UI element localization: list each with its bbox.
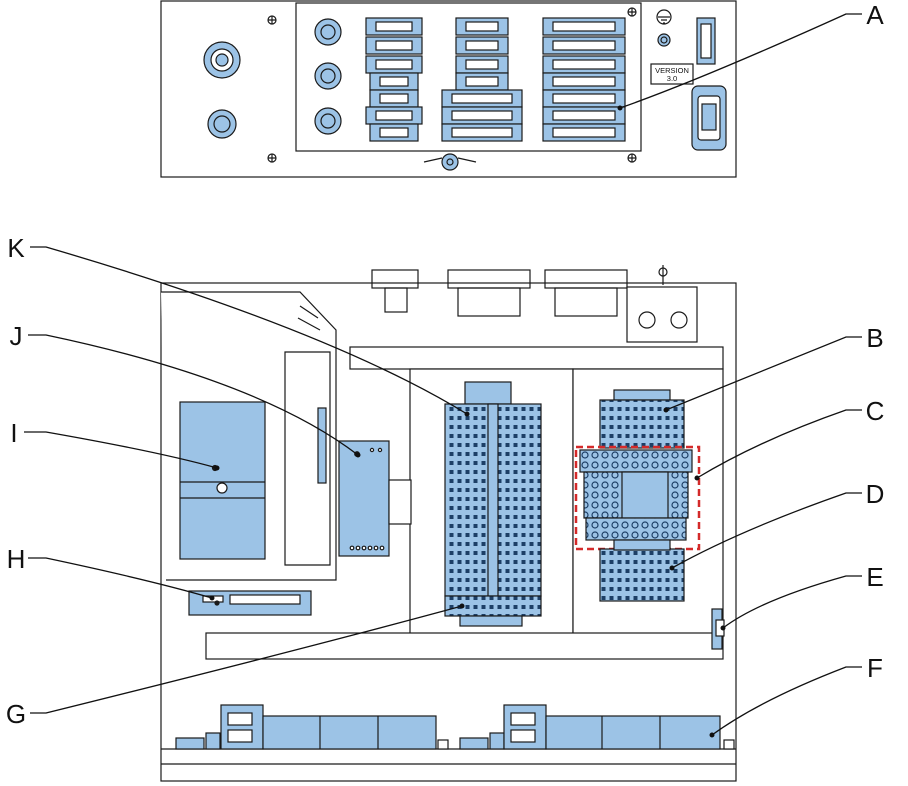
leader-end-dots (209, 105, 726, 738)
power-inlet-icon (691, 85, 727, 151)
leader-e (722, 575, 862, 629)
callout-c: C (866, 396, 885, 426)
mounting-bracket (626, 286, 698, 343)
version-label: VERSION (655, 66, 689, 75)
cable-gland-icons (203, 18, 342, 139)
leader-b (665, 336, 862, 411)
version-number: 3.0 (667, 74, 677, 83)
sub-d-connector-icons (365, 17, 626, 142)
voltage-selector-icon (696, 17, 716, 65)
bottom-connector-boards (175, 704, 721, 750)
leader-h (28, 557, 213, 599)
fuse-relay-block (579, 449, 693, 541)
callout-k: K (7, 233, 25, 263)
leader-f (711, 666, 862, 736)
leader-c (696, 409, 862, 479)
leader-g (30, 605, 463, 714)
interface-board (188, 590, 312, 616)
leader-k (30, 246, 468, 415)
ground-symbol-icon (656, 9, 672, 47)
callout-d: D (866, 479, 885, 509)
callout-leader-lines (24, 13, 862, 736)
terminal-block-bank-d (599, 539, 685, 602)
cable-duct (205, 632, 724, 660)
callout-g: G (6, 699, 26, 729)
leader-j (28, 334, 359, 456)
wall-connector-icons (371, 265, 668, 317)
controller-module (338, 440, 412, 557)
leader-a (619, 13, 862, 109)
latch-icon (423, 153, 477, 171)
enclosure-interior-view (160, 265, 737, 782)
callout-a: A (866, 0, 884, 30)
plate-screw-icons (267, 7, 637, 163)
terminal-block-group-g (444, 595, 542, 627)
callout-f: F (867, 653, 883, 683)
callout-b: B (866, 323, 883, 353)
callout-j: J (10, 321, 23, 351)
connector-panel-top-view: VERSION 3.0 (160, 0, 737, 178)
power-supply-unit (179, 401, 266, 560)
callout-h: H (7, 544, 26, 574)
callout-i: I (10, 418, 17, 448)
version-badge: VERSION 3.0 (650, 63, 694, 85)
leader-i (24, 431, 218, 469)
leader-d (671, 492, 862, 569)
callout-e: E (866, 562, 883, 592)
callout-labels: A B C D E F G H I J K (6, 0, 885, 729)
terminal-block-bank-k (444, 381, 542, 597)
